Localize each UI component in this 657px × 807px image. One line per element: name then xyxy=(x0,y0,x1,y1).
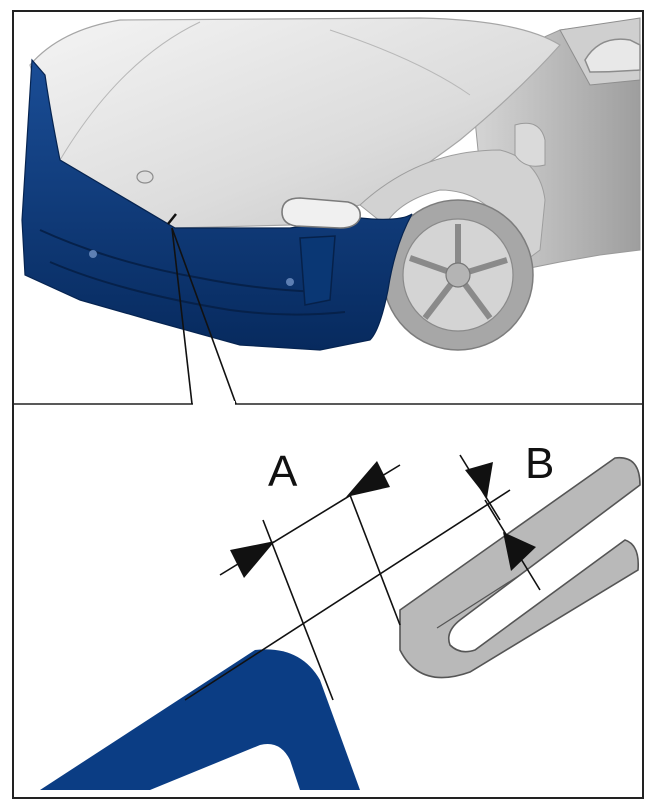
charge-flap xyxy=(514,122,546,167)
brand-crest xyxy=(136,170,154,184)
dimension-label-a: A xyxy=(268,447,298,496)
wheel-hub xyxy=(445,262,471,288)
callout-gap-mask xyxy=(193,401,235,407)
surface-line xyxy=(184,489,511,701)
detail-view: A B xyxy=(40,439,641,790)
side-intake xyxy=(299,235,336,306)
extension-line xyxy=(262,519,334,701)
clip-slot xyxy=(436,574,521,629)
extension-line xyxy=(349,494,401,626)
callout-leader xyxy=(171,227,193,405)
arrowhead-b-top xyxy=(465,462,493,498)
grey-clip xyxy=(399,456,641,679)
callout-leader xyxy=(171,227,237,405)
hood-crease xyxy=(59,21,201,161)
arrowhead-b-bottom xyxy=(503,532,536,571)
car-view xyxy=(21,17,641,351)
bumper-section-inner xyxy=(150,744,300,790)
side-mirror xyxy=(584,38,641,73)
front-fender xyxy=(359,149,546,266)
arrowhead-a-right xyxy=(346,461,390,497)
gap-marker xyxy=(167,213,177,225)
hood-crease xyxy=(329,29,471,96)
arrowhead-a-left xyxy=(230,541,275,578)
headlight xyxy=(281,197,362,229)
parking-sensor xyxy=(286,278,294,286)
parking-sensor xyxy=(89,250,97,258)
dimension-label-b: B xyxy=(525,439,554,488)
bumper-intake xyxy=(49,261,346,316)
bumper-intake xyxy=(39,229,321,293)
